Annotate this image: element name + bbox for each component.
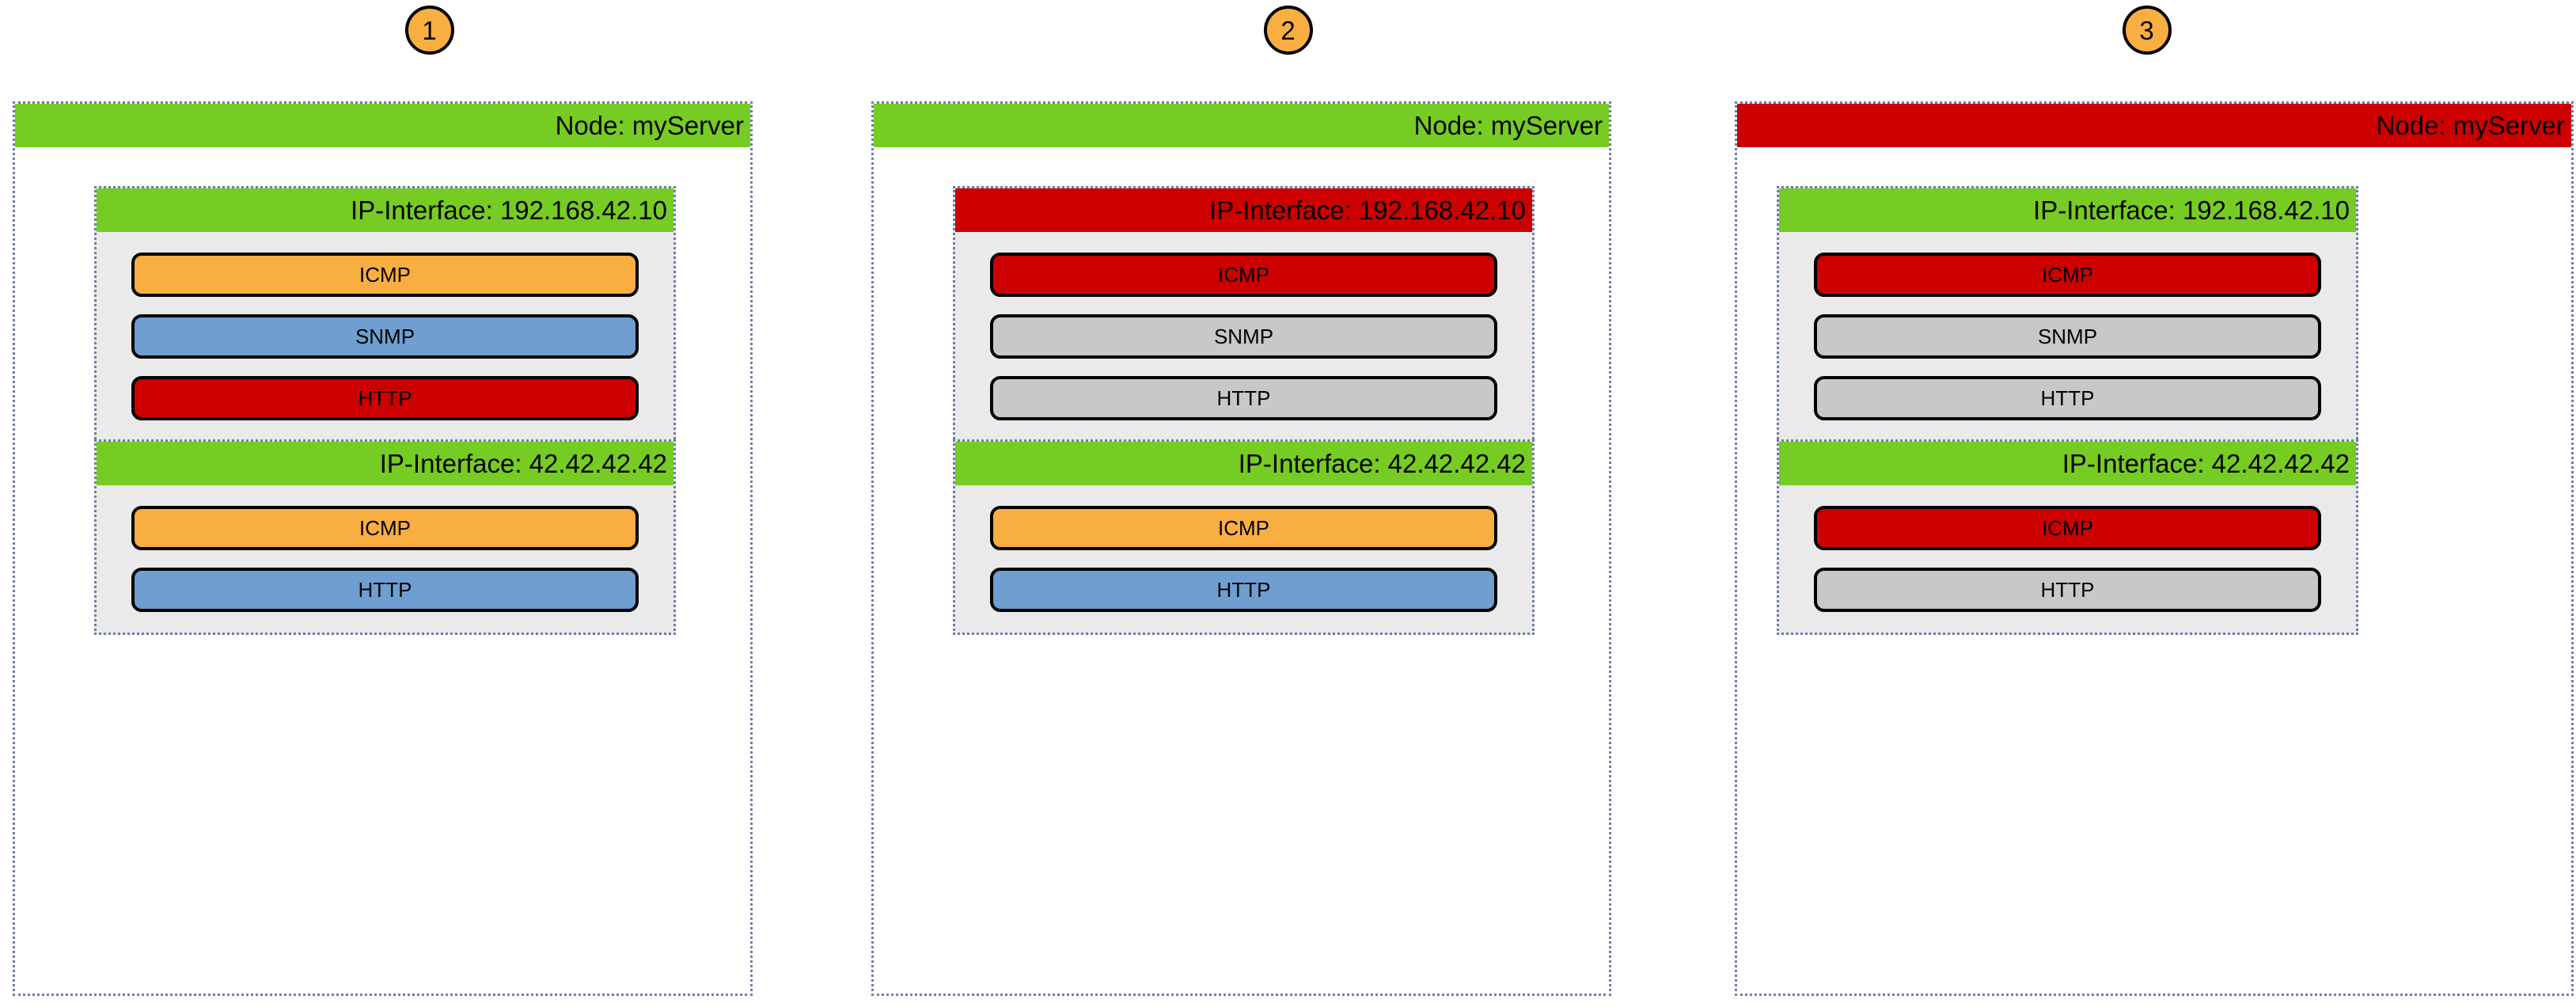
service-list: ICMP SNMP HTTP: [97, 232, 673, 441]
service-label: SNMP: [1213, 324, 1274, 348]
service-label: ICMP: [1218, 262, 1269, 287]
scenario-column-3: 3 Node: myServer IP-Interface: 192.168.4…: [1717, 0, 2576, 1007]
node-container[interactable]: Node: myServer IP-Interface: 192.168.42.…: [1735, 101, 2574, 996]
service-label: HTTP: [358, 577, 412, 602]
service-pill[interactable]: HTTP: [131, 568, 639, 612]
ip-interface-block[interactable]: IP-Interface: 192.168.42.10 ICMP SNMP HT…: [1777, 186, 2358, 443]
node-label: Node: myServer: [555, 110, 744, 140]
service-pill[interactable]: ICMP: [990, 506, 1497, 550]
ip-interface-block[interactable]: IP-Interface: 42.42.42.42 ICMP HTTP: [1777, 439, 2358, 635]
service-label: HTTP: [1216, 577, 1271, 602]
node-header: Node: myServer: [874, 104, 1609, 147]
ip-interface-label: IP-Interface: 42.42.42.42: [1238, 448, 1526, 478]
service-label: HTTP: [2040, 386, 2095, 410]
service-pill[interactable]: HTTP: [990, 376, 1497, 420]
service-pill[interactable]: SNMP: [990, 314, 1497, 359]
service-list: ICMP HTTP: [955, 485, 1532, 633]
service-pill[interactable]: ICMP: [990, 253, 1497, 297]
ip-interface-header: IP-Interface: 42.42.42.42: [955, 442, 1532, 485]
ip-interface-header: IP-Interface: 42.42.42.42: [97, 442, 673, 485]
service-list: ICMP SNMP HTTP: [955, 232, 1532, 441]
scenario-badge-2: 2: [1263, 6, 1313, 55]
service-label: HTTP: [2040, 577, 2095, 602]
ip-interface-block[interactable]: IP-Interface: 192.168.42.10 ICMP SNMP HT…: [953, 186, 1535, 443]
node-header: Node: myServer: [15, 104, 750, 147]
node-label: Node: myServer: [1413, 110, 1603, 140]
scenario-badge-label: 1: [422, 15, 437, 45]
service-list: ICMP HTTP: [1779, 485, 2356, 633]
service-label: HTTP: [358, 386, 412, 410]
ip-interface-header: IP-Interface: 192.168.42.10: [955, 188, 1532, 232]
ip-interface-block[interactable]: IP-Interface: 192.168.42.10 ICMP SNMP HT…: [94, 186, 676, 443]
service-pill[interactable]: ICMP: [1814, 253, 2321, 297]
node-header: Node: myServer: [1737, 104, 2571, 147]
service-pill[interactable]: HTTP: [1814, 376, 2321, 420]
ip-interface-label: IP-Interface: 42.42.42.42: [2062, 448, 2350, 478]
service-pill[interactable]: ICMP: [131, 506, 639, 550]
ip-interface-block[interactable]: IP-Interface: 42.42.42.42 ICMP HTTP: [953, 439, 1535, 635]
ip-interface-header: IP-Interface: 42.42.42.42: [1779, 442, 2356, 485]
scenario-badge-1: 1: [404, 6, 454, 55]
ip-interface-header: IP-Interface: 192.168.42.10: [1779, 188, 2356, 232]
service-label: HTTP: [1216, 386, 1271, 410]
node-container[interactable]: Node: myServer IP-Interface: 192.168.42.…: [13, 101, 753, 996]
scenario-column-2: 2 Node: myServer IP-Interface: 192.168.4…: [859, 0, 1717, 1007]
node-label: Node: myServer: [2376, 110, 2565, 140]
service-label: ICMP: [359, 262, 411, 287]
service-pill[interactable]: ICMP: [1814, 506, 2321, 550]
ip-interface-label: IP-Interface: 192.168.42.10: [1209, 195, 1526, 225]
scenario-badge-label: 3: [2139, 15, 2154, 45]
service-label: ICMP: [1218, 515, 1269, 540]
service-label: SNMP: [2037, 324, 2098, 348]
service-label: ICMP: [2042, 515, 2093, 540]
service-pill[interactable]: HTTP: [990, 568, 1497, 612]
service-pill[interactable]: ICMP: [131, 253, 639, 297]
service-pill[interactable]: HTTP: [1814, 568, 2321, 612]
service-label: ICMP: [2042, 262, 2093, 287]
ip-interface-label: IP-Interface: 192.168.42.10: [2033, 195, 2350, 225]
scenario-badge-label: 2: [1280, 15, 1296, 45]
service-list: ICMP SNMP HTTP: [1779, 232, 2356, 441]
service-list: ICMP HTTP: [97, 485, 673, 633]
service-pill[interactable]: HTTP: [131, 376, 639, 420]
ip-interface-header: IP-Interface: 192.168.42.10: [97, 188, 673, 232]
scenario-column-1: 1 Node: myServer IP-Interface: 192.168.4…: [0, 0, 859, 1007]
node-container[interactable]: Node: myServer IP-Interface: 192.168.42.…: [871, 101, 1611, 996]
service-pill[interactable]: SNMP: [1814, 314, 2321, 359]
service-pill[interactable]: SNMP: [131, 314, 639, 359]
service-label: ICMP: [359, 515, 411, 540]
scenario-badge-3: 3: [2122, 6, 2172, 55]
service-label: SNMP: [355, 324, 415, 348]
ip-interface-label: IP-Interface: 42.42.42.42: [379, 448, 667, 478]
ip-interface-label: IP-Interface: 192.168.42.10: [351, 195, 667, 225]
ip-interface-block[interactable]: IP-Interface: 42.42.42.42 ICMP HTTP: [94, 439, 676, 635]
